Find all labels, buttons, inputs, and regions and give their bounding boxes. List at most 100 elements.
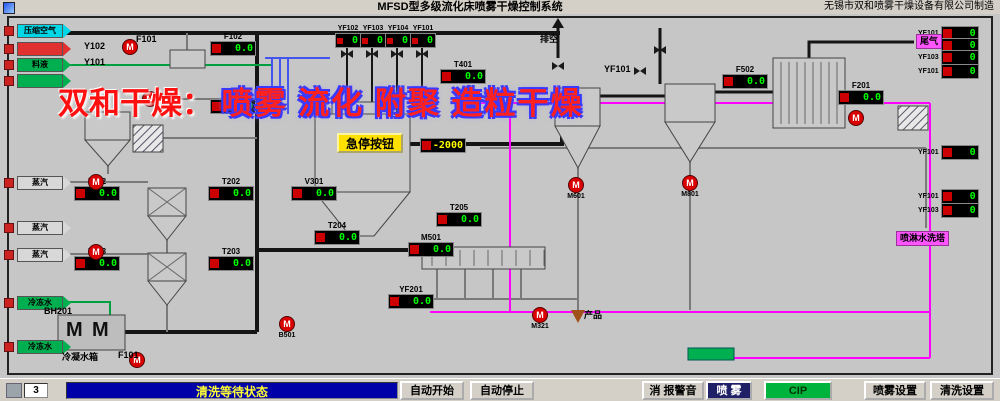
auto-stop-button[interactable]: 自动停止 <box>470 381 534 400</box>
auto-start-button[interactable]: 自动开始 <box>400 381 464 400</box>
display-value: 0.0 <box>412 296 431 307</box>
motor-icon[interactable]: M <box>129 352 145 368</box>
motor-icon[interactable]: M <box>682 175 698 191</box>
display-value: 0 <box>969 205 976 216</box>
alarm-indicator <box>942 206 952 215</box>
inlet-arrow-head <box>63 220 71 235</box>
display-YF103: YF103 0 <box>360 24 386 48</box>
motor-icon[interactable]: M <box>88 174 104 190</box>
alarm-counter: 3 <box>24 383 48 398</box>
diagram-frame <box>7 16 993 375</box>
inlet-arrow-head <box>63 339 71 354</box>
display-value: 0 <box>969 52 976 63</box>
motor-icon[interactable]: M <box>279 316 295 332</box>
cyclone-2-body <box>664 83 716 123</box>
pump-m2[interactable]: M <box>129 352 145 368</box>
cyclone-2-cone <box>664 121 716 163</box>
label-Y102: Y102 <box>84 41 106 51</box>
display-tag: YF103 <box>362 25 384 32</box>
line-indicator <box>4 25 14 36</box>
alarm-indicator <box>724 77 733 86</box>
label-尾气: 尾气 <box>916 34 943 49</box>
inlet-arrow-冷冻水: 冷冻水 <box>4 295 71 310</box>
display-tag: T204 <box>327 221 347 230</box>
motor-icon[interactable]: M <box>88 244 104 260</box>
product-arrow <box>571 310 585 323</box>
display-readout: 0 <box>335 33 361 48</box>
display-value: 0 <box>969 147 976 158</box>
pump-m7[interactable]: M <box>848 110 864 126</box>
motor-icon[interactable]: M <box>122 39 138 55</box>
alarm-indicator <box>76 259 85 268</box>
display-readout: 0.0 <box>208 256 254 271</box>
display-readout: 0 <box>940 189 979 204</box>
display-tag: YF102 <box>337 25 359 32</box>
status-message-bar: 清洗等待状态 <box>66 382 398 399</box>
alarm-indicator <box>212 44 221 53</box>
display-tower-vacuum: -2000 <box>420 138 466 153</box>
inlet-arrow-蒸汽: 蒸汽 <box>4 247 71 262</box>
exhaust-lines <box>556 26 914 98</box>
spray-settings-button[interactable]: 喷雾设置 <box>864 381 926 400</box>
alarm-indicator <box>942 29 952 38</box>
motor-icon[interactable]: M <box>532 307 548 323</box>
display-readout: 0.0 <box>838 90 884 105</box>
inlet-arrow-1 <box>4 41 71 56</box>
pump-label: B501 <box>278 332 296 339</box>
nozzle-lines <box>265 57 330 114</box>
alarm-indicator <box>293 189 302 198</box>
pump-m1[interactable]: M <box>88 244 104 260</box>
motor-icon[interactable]: M <box>568 177 584 193</box>
display-value: 0 <box>376 35 383 46</box>
alarm-indicator <box>422 141 431 150</box>
display-value: 0.0 <box>464 71 483 82</box>
pump-m0[interactable]: M <box>88 174 104 190</box>
inlet-arrow-head <box>63 73 71 88</box>
display-value: 0.0 <box>338 232 357 243</box>
display-tag: YF101 <box>918 68 939 75</box>
inlet-arrow-label: 料液 <box>17 57 63 72</box>
alarm-indicator <box>442 72 451 81</box>
inlet-arrow-3 <box>4 73 71 88</box>
display-readout: 0.0 <box>210 99 256 114</box>
alarm-indicator <box>942 192 952 201</box>
display-value: 0 <box>969 66 976 77</box>
display-readout: -2000 <box>420 138 466 153</box>
display-T204: T204 0.0 <box>314 221 360 245</box>
hx1-cone <box>146 215 188 241</box>
motor-icon[interactable]: M <box>142 91 158 107</box>
display-readout: 0 <box>940 64 979 79</box>
line-indicator <box>4 297 14 308</box>
wet-scrubber-cone <box>83 139 132 167</box>
display-value: 0 <box>401 35 408 46</box>
electrostatic-filter <box>132 124 164 153</box>
clean-settings-button[interactable]: 清洗设置 <box>930 381 994 400</box>
display-tag: M501 <box>420 233 441 242</box>
display-value: 0.0 <box>232 258 251 269</box>
pump-m8[interactable]: M <box>142 91 158 107</box>
display-tag: YF101 <box>412 25 434 32</box>
outlet-filter <box>897 105 929 131</box>
display-value: 0.0 <box>862 92 881 103</box>
pump-m9[interactable]: M <box>122 39 138 55</box>
cip-button[interactable]: CIP <box>764 381 832 400</box>
emergency-stop-button[interactable]: 急停按钮 <box>337 133 403 153</box>
display-value: 0.0 <box>232 188 251 199</box>
spray-button[interactable]: 喷 雾 <box>706 381 752 400</box>
mute-alarm-button[interactable]: 消 报警音 <box>642 381 704 400</box>
motor-icon[interactable]: M <box>848 110 864 126</box>
status-icon <box>6 383 22 398</box>
alarm-indicator <box>387 37 393 44</box>
